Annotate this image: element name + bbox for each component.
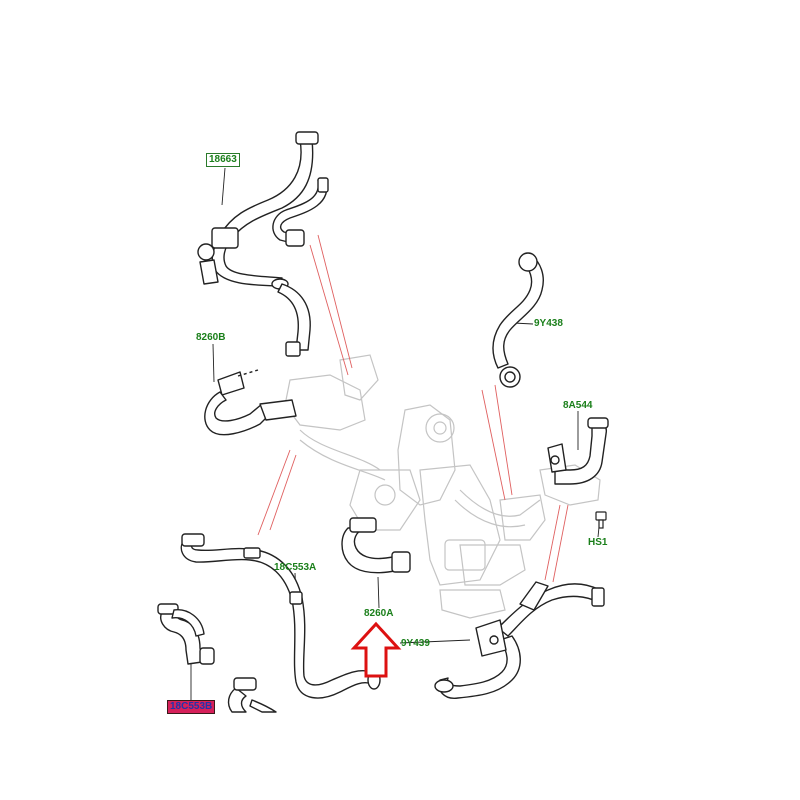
hose-8A544 [547,417,609,485]
hose-18C553A [180,533,381,699]
label-9Y439: 9Y439 [401,638,430,649]
hose-18663 [197,131,329,357]
leader-lines [190,167,601,702]
bolt-HS1 [595,511,607,529]
label-18663: 18663 [206,153,240,167]
label-8A544: 8A544 [563,400,593,411]
guide-lines [257,234,569,583]
engine-background [284,354,601,619]
hose-bottom-partial [227,677,277,713]
label-18C553B-highlighted: 18C553B [167,700,216,714]
label-8260A: 8260A [364,608,394,619]
hose-9Y438 [492,252,544,388]
label-HS1: HS1 [588,537,608,548]
up-arrow-icon [350,621,402,678]
label-9Y438: 9Y438 [534,318,563,329]
label-8260B: 8260B [196,332,226,343]
hose-9Y439 [434,581,605,699]
hose-18C553B [157,603,215,665]
label-18C553A: 18C553A [274,562,317,573]
hose-8260A [341,517,411,574]
hose-8260B [204,369,297,436]
